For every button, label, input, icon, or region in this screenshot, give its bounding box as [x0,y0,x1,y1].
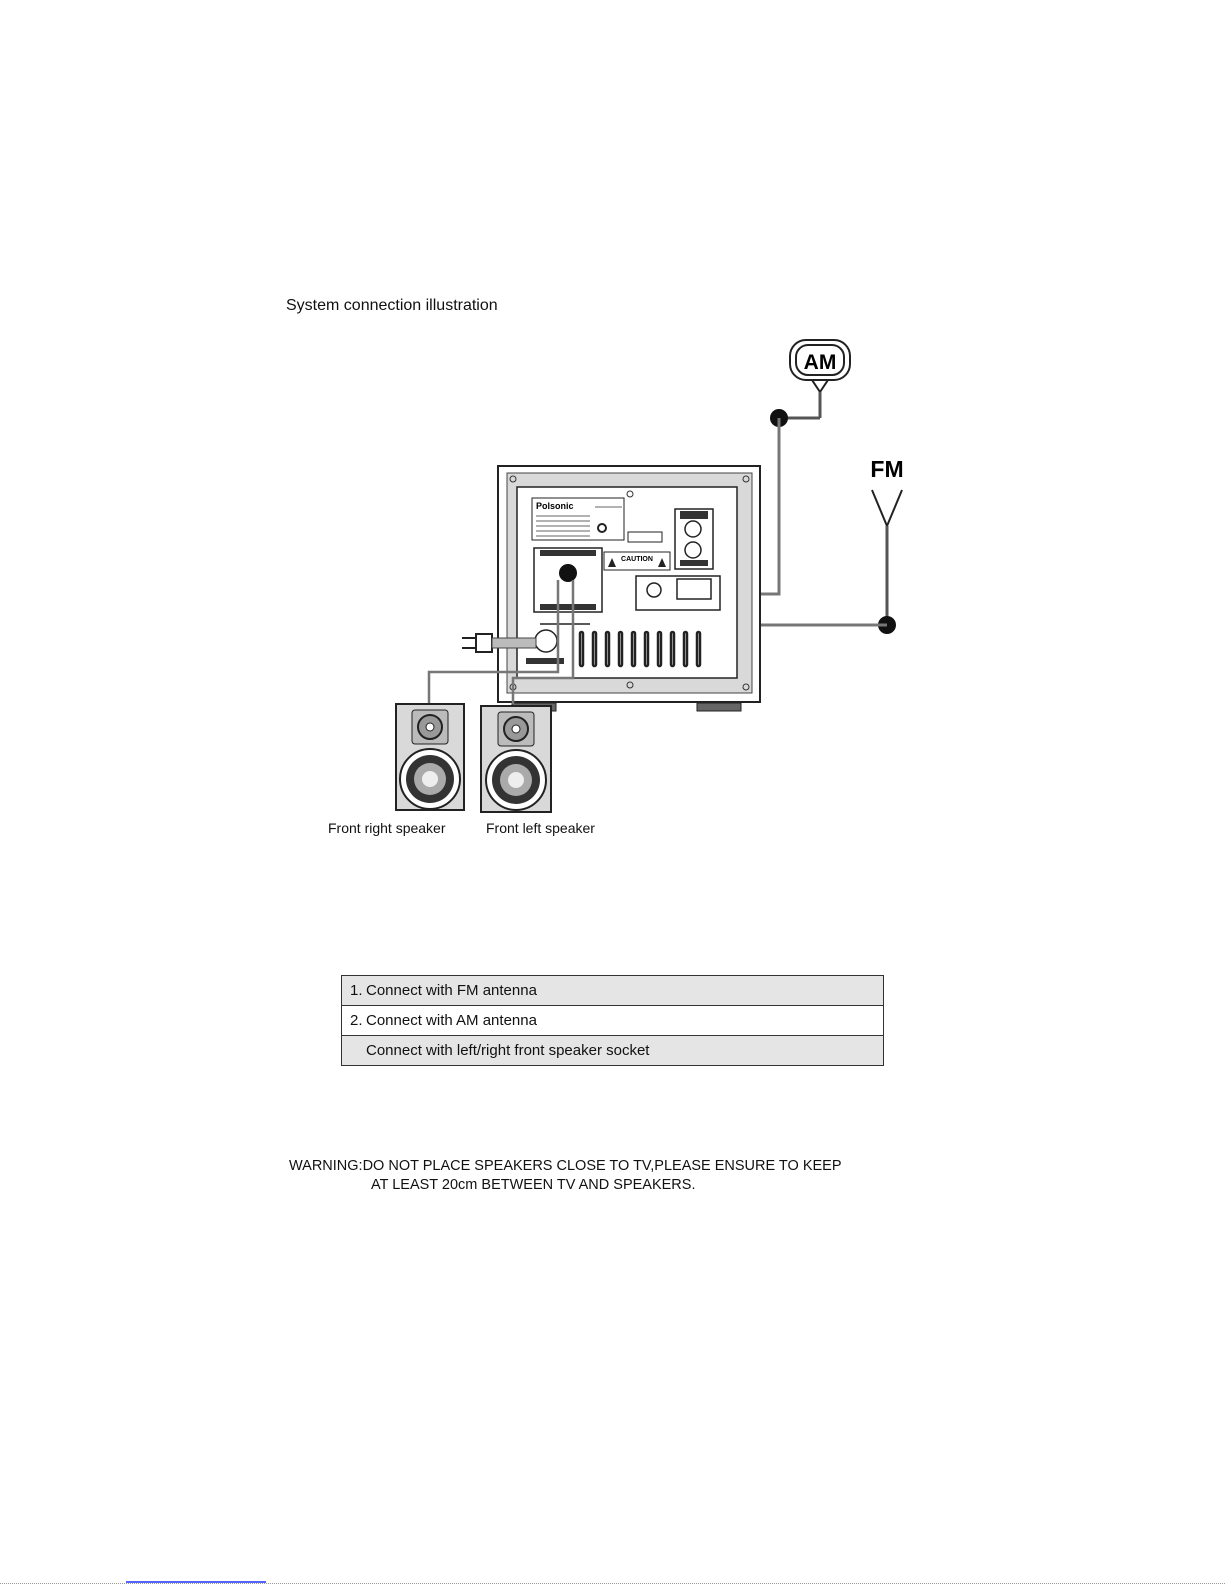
brand-label: Polsonic [536,501,574,511]
front-left-speaker-caption: Front left speaker [486,820,595,836]
fm-antenna-icon [872,490,902,624]
warning-note: WARNING:DO NOT PLACE SPEAKERS CLOSE TO T… [289,1157,842,1195]
connection-legend-table: 1.Connect with FM antenna 2.Connect with… [341,975,884,1066]
front-left-speaker-icon [481,706,551,812]
fm-label: FM [870,456,903,482]
am-label: AM [804,351,837,374]
legend-text: Connect with left/right front speaker so… [366,1042,649,1059]
legend-text: Connect with AM antenna [366,1012,537,1029]
footer-accent-line [126,1581,266,1583]
legend-row: 2.Connect with AM antenna [342,1006,884,1036]
front-right-speaker-caption: Front right speaker [328,820,446,836]
warning-line-2: AT LEAST 20cm BETWEEN TV AND SPEAKERS. [289,1176,842,1195]
am-antenna-icon: AM [779,340,850,418]
warning-line-1: WARNING:DO NOT PLACE SPEAKERS CLOSE TO T… [289,1157,842,1176]
connection-diagram: AM FM Polsonic CAUTI [0,0,1225,900]
footer-divider [0,1583,1225,1584]
front-right-speaker-icon [396,704,464,810]
legend-row: 1.Connect with FM antenna [342,976,884,1006]
main-unit-rear-panel: Polsonic CAUTION [498,466,760,711]
legend-text: Connect with FM antenna [366,982,537,999]
legend-row: Connect with left/right front speaker so… [342,1036,884,1066]
caution-label: CAUTION [621,556,653,563]
legend-number: 1. [350,982,366,999]
legend-number: 2. [350,1012,366,1029]
